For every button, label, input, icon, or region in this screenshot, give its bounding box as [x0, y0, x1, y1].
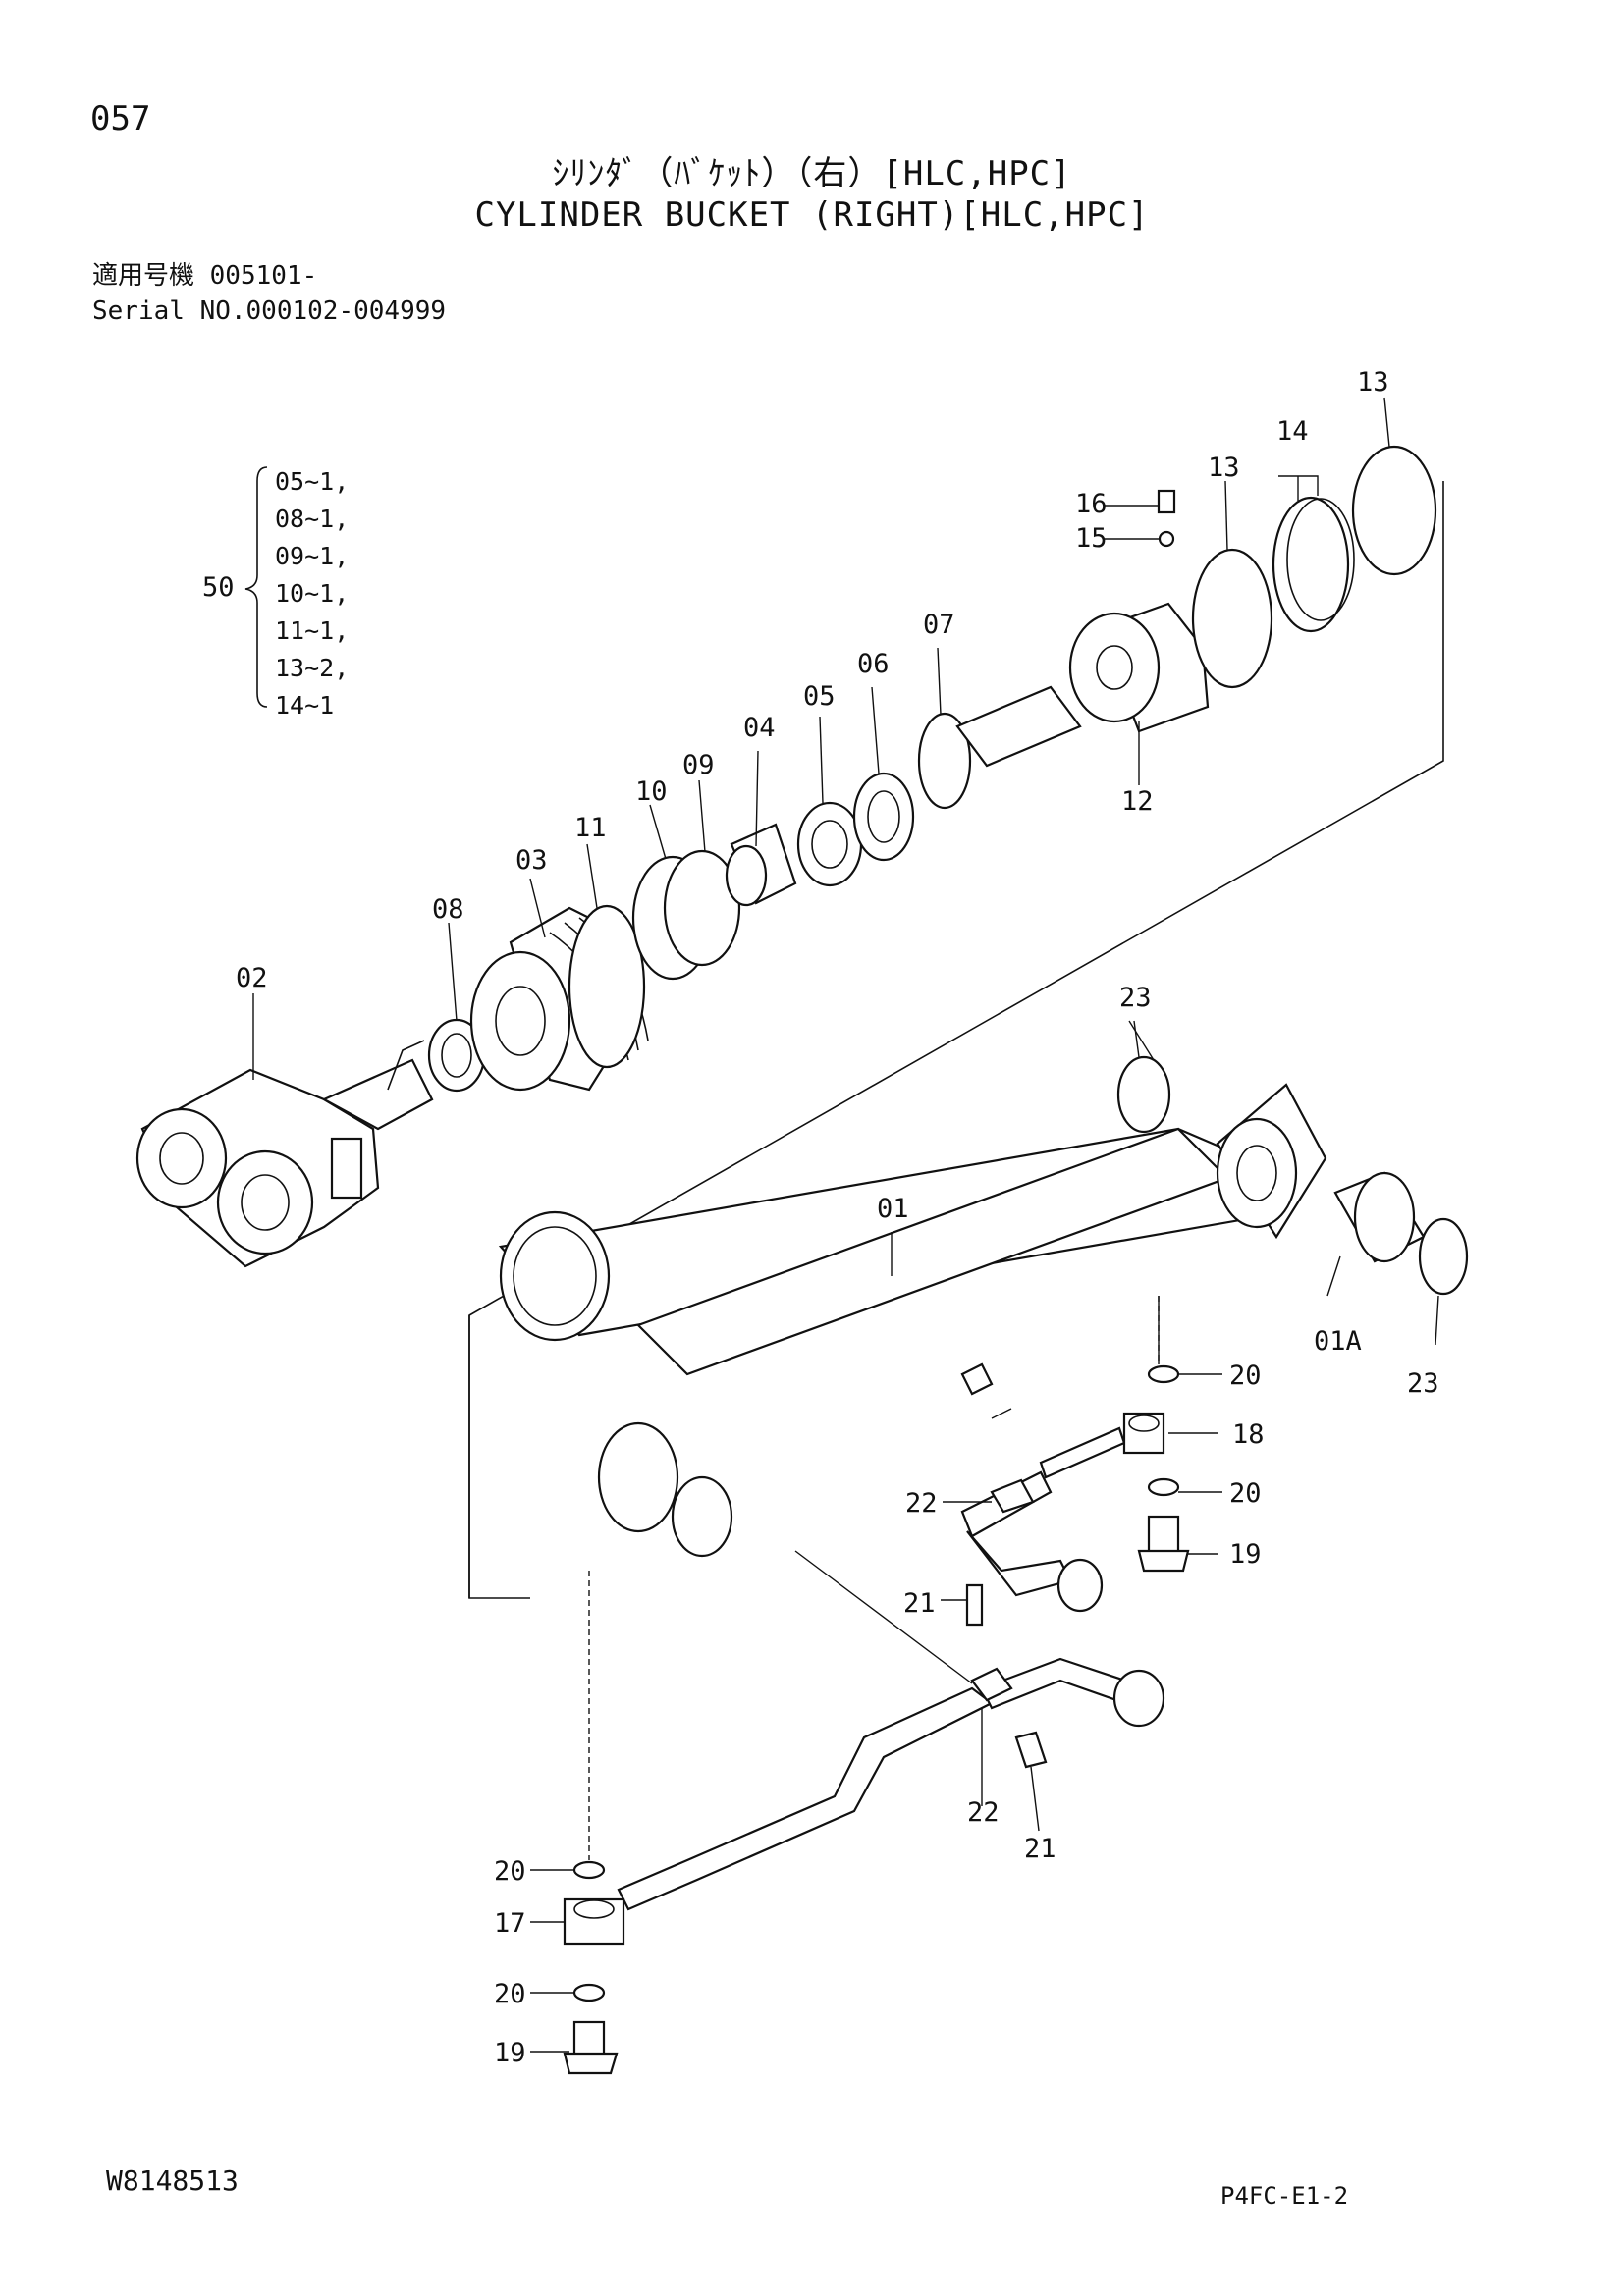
o-ring-20 [1147, 1364, 1180, 1384]
callout-16: 16 [1075, 489, 1108, 519]
callout-20: 20 [1229, 1478, 1262, 1509]
callout-20: 20 [1229, 1361, 1262, 1391]
kit-item: 10~1, [275, 579, 350, 608]
callout-07: 07 [923, 610, 955, 640]
title-english: CYLINDER BUCKET (RIGHT)[HLC,HPC] [474, 195, 1150, 235]
callout-06: 06 [857, 649, 890, 679]
callout-20: 20 [494, 1856, 526, 1887]
serial-range-japanese: 適用号機 005101- [92, 261, 318, 291]
long-pipe [563, 1657, 1165, 1946]
short-pipe [960, 1412, 1165, 1613]
callout-15: 15 [1075, 523, 1108, 554]
callout-13: 13 [1208, 453, 1240, 483]
callout-19: 19 [494, 2038, 526, 2068]
slide-ring [852, 772, 915, 862]
kit-item: 05~1, [275, 467, 350, 496]
plug-bolt [1137, 1515, 1190, 1573]
leader-lines [252, 397, 1439, 2053]
kit-item: 11~1, [275, 616, 350, 645]
steel-ball [1158, 530, 1175, 548]
port-fitting [960, 1362, 994, 1396]
callout-21: 21 [903, 1588, 936, 1619]
callout-09: 09 [682, 750, 715, 780]
callout-23: 23 [1407, 1368, 1439, 1399]
title-japanese: ｼﾘﾝﾀﾞ（ﾊﾞｹｯﾄ）（右）[HLC,HPC] [552, 154, 1072, 193]
seal-set [1286, 498, 1355, 621]
callout-02: 02 [236, 963, 268, 993]
rod-end-eye [135, 1040, 434, 1268]
callout-22: 22 [905, 1488, 938, 1519]
piston [955, 602, 1210, 768]
cylinder-tube [498, 1083, 1327, 1558]
seal-set [1272, 496, 1350, 633]
callout-05: 05 [803, 681, 836, 712]
o-ring-20 [1147, 1477, 1180, 1497]
callout-10: 10 [635, 776, 668, 807]
backup-ring [568, 904, 646, 1069]
piston-seal [796, 801, 863, 887]
o-ring-20 [572, 1860, 606, 1880]
callout-17: 17 [494, 1908, 526, 1939]
clamp [990, 1478, 1035, 1514]
callout-22: 22 [967, 1797, 1000, 1828]
callout-01a: 01A [1314, 1326, 1362, 1357]
serial-range-english: Serial NO.000102-004999 [92, 296, 447, 326]
callout-20: 20 [494, 1979, 526, 2009]
callout-12: 12 [1121, 786, 1154, 817]
kit-item: 09~1, [275, 542, 350, 570]
kit-item: 13~2, [275, 654, 350, 682]
callout-18: 18 [1232, 1419, 1265, 1450]
kit-item: 14~1 [275, 691, 335, 720]
bolt-21 [1014, 1731, 1048, 1769]
callout-03: 03 [515, 845, 548, 876]
ring [1191, 548, 1273, 689]
page-number: 057 [90, 99, 151, 138]
plug-bolt [563, 2020, 619, 2075]
bolt-21 [965, 1583, 984, 1627]
hidden-axis-lines [588, 1296, 1160, 1860]
drawing-number: W8148513 [106, 2164, 239, 2197]
set-screw [1157, 489, 1176, 514]
snap-ring [917, 712, 972, 810]
callout-13: 13 [1357, 367, 1389, 398]
callout-14: 14 [1276, 416, 1309, 447]
clamp [970, 1667, 1013, 1702]
ring [1351, 445, 1437, 576]
wear-ring [663, 849, 741, 967]
pin-bushing [1333, 1171, 1426, 1263]
callout-23: 23 [1119, 983, 1152, 1013]
callout-04: 04 [743, 713, 776, 743]
dust-seal-ring [1116, 1055, 1171, 1134]
callout-01: 01 [877, 1194, 909, 1224]
kit-brace [244, 466, 268, 708]
callout-11: 11 [574, 813, 607, 843]
sheet-code: P4FC-E1-2 [1220, 2182, 1349, 2210]
callout-08: 08 [432, 894, 464, 925]
callout-19: 19 [1229, 1539, 1262, 1570]
assembly-boundary [468, 1315, 530, 1599]
dust-seal-ring [1418, 1217, 1469, 1296]
callout-21: 21 [1024, 1834, 1056, 1864]
bushing [725, 823, 797, 907]
kit-number: 50 [202, 572, 235, 603]
kit-item: 08~1, [275, 505, 350, 533]
o-ring-20 [572, 1983, 606, 2002]
